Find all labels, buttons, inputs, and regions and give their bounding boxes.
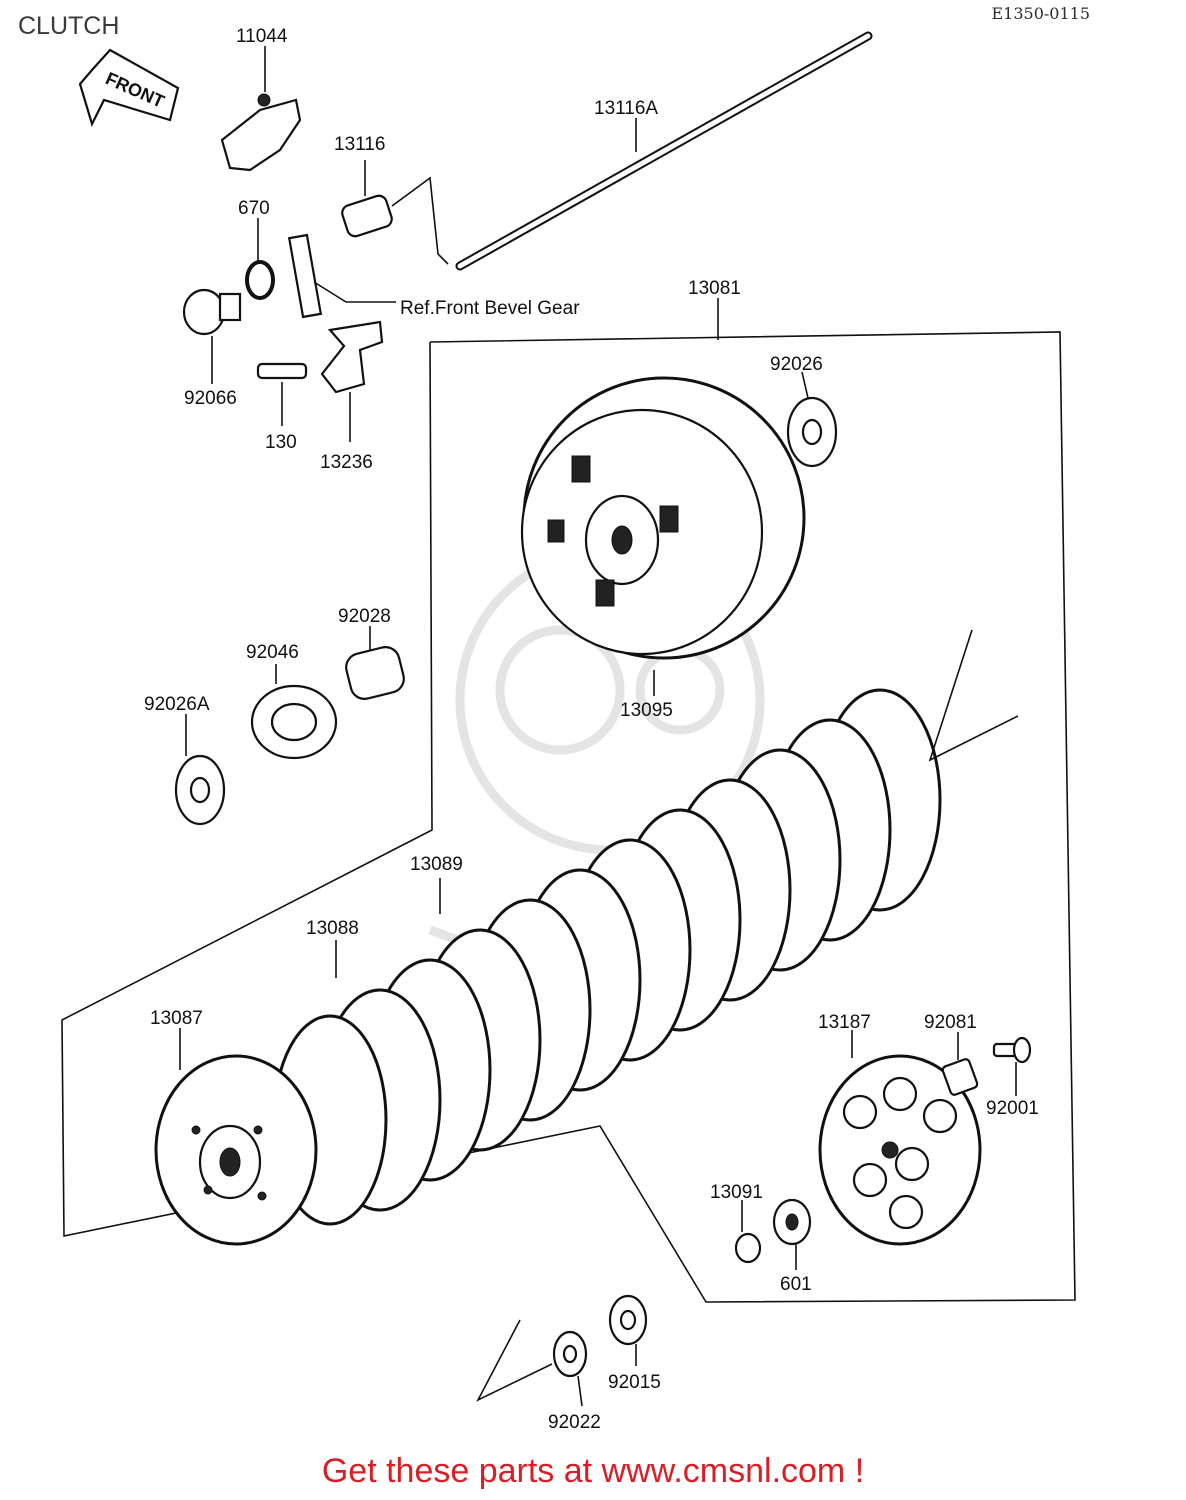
label-670: 670 xyxy=(238,198,270,219)
label-92015: 92015 xyxy=(608,1372,661,1393)
label-13116: 13116 xyxy=(334,134,385,155)
label-601: 601 xyxy=(780,1274,812,1295)
part-92046 xyxy=(250,664,338,760)
part-92066 xyxy=(182,288,242,384)
part-92026 xyxy=(786,371,838,468)
label-13088: 13088 xyxy=(306,918,359,939)
label-92028: 92028 xyxy=(338,606,391,627)
diagram-code: E1350-0115 xyxy=(991,4,1090,23)
label-92026A: 92026A xyxy=(144,694,210,715)
part-92028 xyxy=(345,626,405,700)
assembly-outline xyxy=(61,331,1076,1303)
part-13236 xyxy=(320,320,384,442)
page-title: CLUTCH xyxy=(18,12,120,40)
label-92066: 92066 xyxy=(184,388,237,409)
part-13116 xyxy=(341,160,449,265)
label-13087: 13087 xyxy=(150,1008,203,1029)
part-92081 xyxy=(941,1032,979,1096)
part-670 xyxy=(245,218,275,300)
label-11044: 11044 xyxy=(236,26,288,47)
label-13089: 13089 xyxy=(410,854,463,875)
part-11044 xyxy=(220,46,302,172)
label-13091: 13091 xyxy=(710,1182,763,1203)
label-92046: 92046 xyxy=(246,642,299,663)
part-13087 xyxy=(154,1028,318,1246)
label-92081: 92081 xyxy=(924,1012,977,1033)
label-13095: 13095 xyxy=(620,700,673,721)
front-bevel-gear-shaft xyxy=(287,233,396,319)
label-130: 130 xyxy=(265,432,297,453)
part-92001 xyxy=(992,1036,1032,1096)
label-13116A: 13116A xyxy=(594,98,658,119)
part-601 xyxy=(772,1198,812,1270)
part-13116A xyxy=(455,31,873,271)
label-92026: 92026 xyxy=(770,354,823,375)
label-92022: 92022 xyxy=(548,1412,601,1433)
cta-link[interactable]: Get these parts at www.cmsnl.com ! xyxy=(321,1452,865,1490)
part-92015 xyxy=(608,1294,648,1366)
part-13095 xyxy=(520,298,806,696)
part-92026A xyxy=(174,714,226,826)
part-92022 xyxy=(476,629,1019,1407)
ref-front-bevel-gear: Ref.Front Bevel Gear xyxy=(400,298,580,319)
part-13187 xyxy=(818,1030,982,1246)
label-13081: 13081 xyxy=(688,278,741,299)
label-92001: 92001 xyxy=(986,1098,1039,1119)
part-13091 xyxy=(734,1200,762,1264)
label-13236: 13236 xyxy=(320,452,373,473)
front-arrow: FRONT xyxy=(78,48,180,127)
label-13187: 13187 xyxy=(818,1012,871,1033)
part-130 xyxy=(256,362,308,426)
clutch-plate-stack xyxy=(272,688,942,1226)
